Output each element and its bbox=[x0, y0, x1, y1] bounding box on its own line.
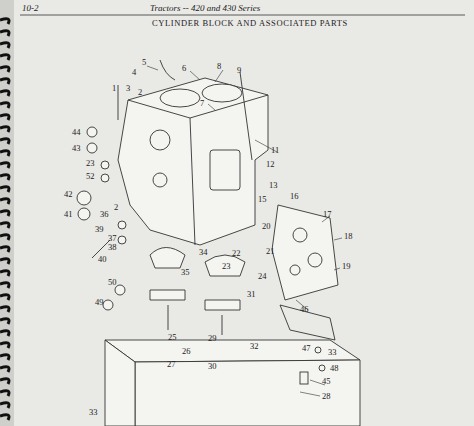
callout-number: 16 bbox=[290, 192, 299, 201]
callout-number: 24 bbox=[258, 272, 267, 281]
callout-number: 40 bbox=[98, 255, 107, 264]
callout-number: 39 bbox=[95, 225, 104, 234]
callout-number: 26 bbox=[182, 347, 191, 356]
callout-number: 9 bbox=[237, 66, 241, 75]
callout-number: 31 bbox=[247, 290, 256, 299]
callout-number: 6 bbox=[182, 64, 186, 73]
callout-number: 4 bbox=[132, 68, 136, 77]
callout-number: 8 bbox=[217, 62, 221, 71]
callout-number: 41 bbox=[64, 210, 73, 219]
callout-number: 18 bbox=[344, 232, 353, 241]
callout-number: 2 bbox=[138, 88, 142, 97]
callout-number: 27 bbox=[167, 360, 176, 369]
callout-number: 44 bbox=[72, 128, 81, 137]
callout-number: 12 bbox=[266, 160, 275, 169]
callout-number: 45 bbox=[322, 377, 331, 386]
callout-number: 13 bbox=[269, 181, 278, 190]
callout-number: 29 bbox=[208, 334, 217, 343]
callout-number: 46 bbox=[300, 305, 309, 314]
callout-number: 7 bbox=[200, 99, 204, 108]
callout-number: 38 bbox=[108, 243, 117, 252]
callout-number: 32 bbox=[250, 342, 259, 351]
callout-number: 21 bbox=[266, 247, 275, 256]
callout-number: 47 bbox=[302, 344, 311, 353]
callout-number: 36 bbox=[100, 210, 109, 219]
callout-number: 37 bbox=[108, 234, 117, 243]
callout-number: 2 bbox=[114, 203, 118, 212]
callout-number: 22 bbox=[232, 249, 241, 258]
callout-number: 11 bbox=[271, 146, 279, 155]
callout-number: 34 bbox=[199, 248, 208, 257]
callout-number: 1 bbox=[112, 84, 116, 93]
page-header: Tractors -- 420 and 430 Series bbox=[150, 4, 260, 13]
callout-number: 25 bbox=[168, 333, 177, 342]
callout-number: 3 bbox=[126, 84, 130, 93]
callout-number: 20 bbox=[262, 222, 271, 231]
callout-number: 48 bbox=[330, 364, 339, 373]
callout-number: 50 bbox=[108, 278, 117, 287]
page-header: 10-2 bbox=[22, 4, 39, 13]
callout-number: 33 bbox=[328, 348, 337, 357]
callout-number: 19 bbox=[342, 262, 351, 271]
callout-number: 49 bbox=[95, 298, 104, 307]
callout-number: 23 bbox=[222, 262, 231, 271]
callout-number: 17 bbox=[323, 210, 332, 219]
page-title: CYLINDER BLOCK AND ASSOCIATED PARTS bbox=[152, 19, 348, 28]
callout-number: 52 bbox=[86, 172, 95, 181]
callout-number: 5 bbox=[142, 58, 146, 67]
callout-number: 28 bbox=[322, 392, 331, 401]
callout-number: 23 bbox=[86, 159, 95, 168]
callout-number: 30 bbox=[208, 362, 217, 371]
callout-number: 33 bbox=[89, 408, 98, 417]
callout-number: 35 bbox=[181, 268, 190, 277]
callout-number: 15 bbox=[258, 195, 267, 204]
callout-number: 43 bbox=[72, 144, 81, 153]
callout-number: 42 bbox=[64, 190, 73, 199]
